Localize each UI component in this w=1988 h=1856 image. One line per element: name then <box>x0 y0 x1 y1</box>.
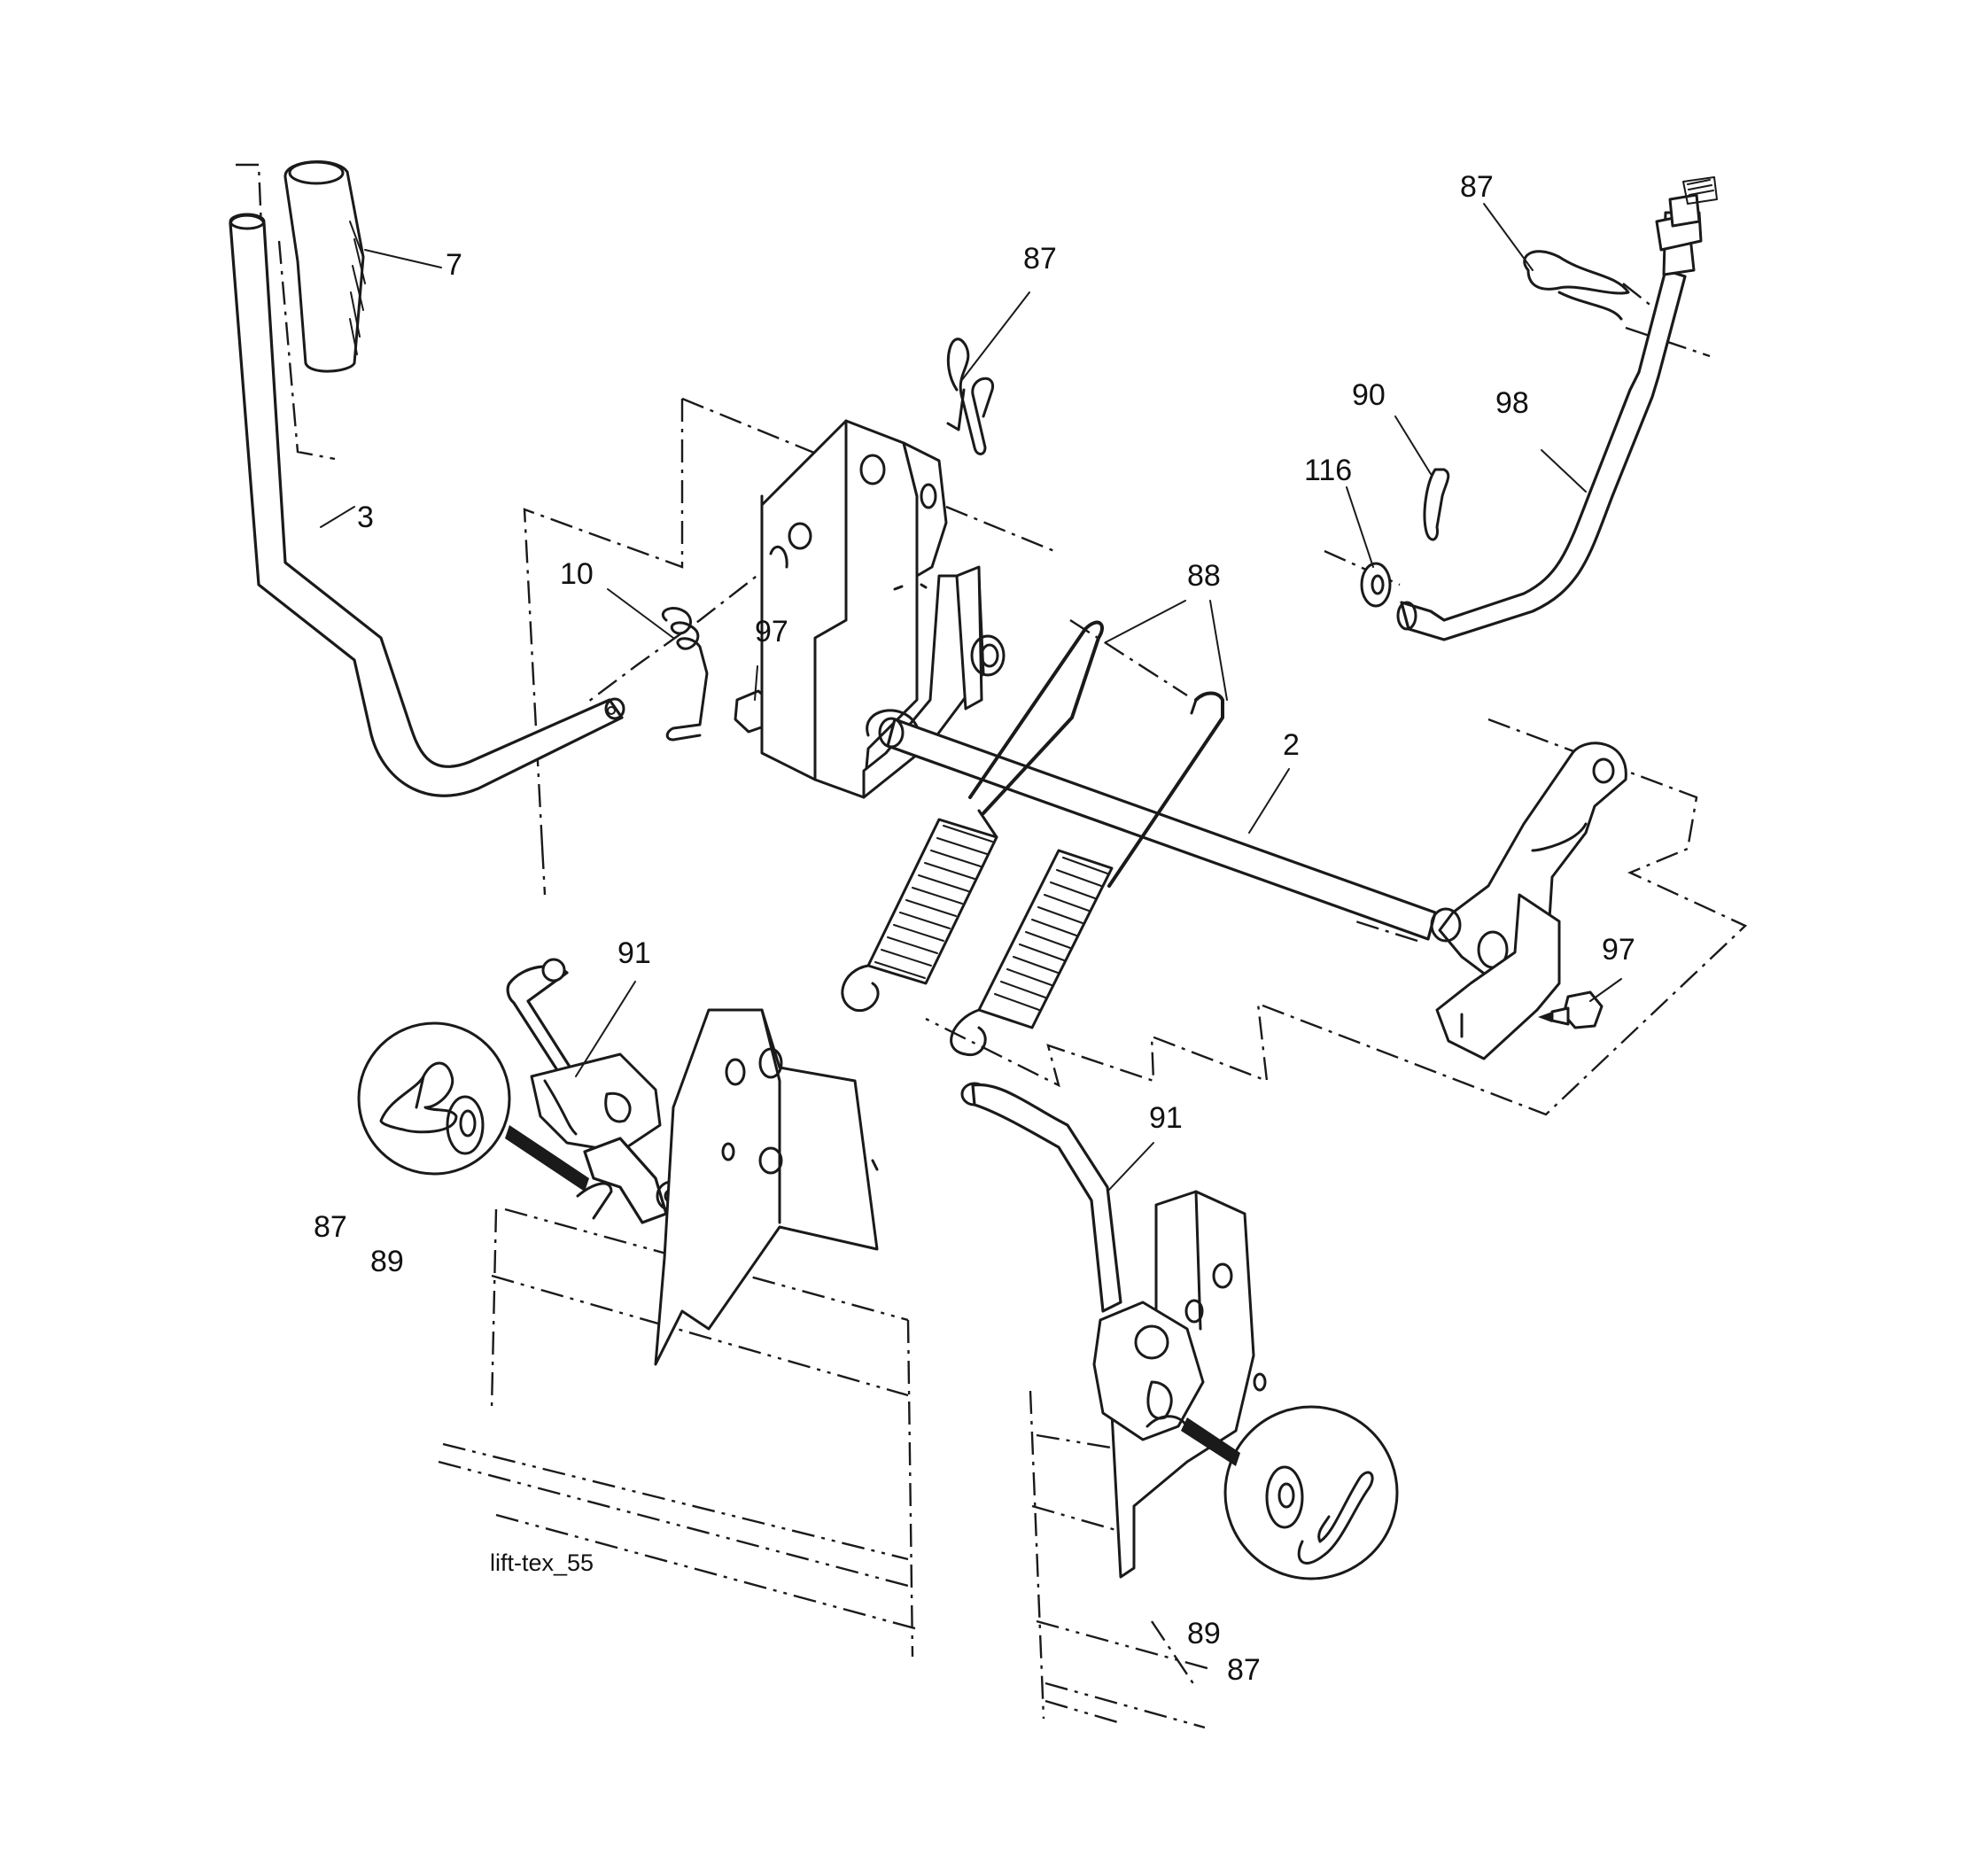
lift-link-left <box>506 958 687 1224</box>
hairpin-clip-top-right <box>1523 250 1630 321</box>
callout-89-left: 89 <box>370 1245 404 1278</box>
callout-87-right: 87 <box>1227 1653 1261 1687</box>
callout-7: 7 <box>446 248 462 282</box>
callout-10: 10 <box>560 557 594 591</box>
callout-97-right: 97 <box>1602 933 1635 967</box>
callout-116: 116 <box>1304 454 1352 487</box>
center-bracket <box>760 419 1006 799</box>
callout-98: 98 <box>1495 386 1529 420</box>
callout-97-left: 97 <box>755 615 788 648</box>
washer-116 <box>1360 562 1392 608</box>
callout-90: 90 <box>1352 378 1386 412</box>
callout-91-right: 91 <box>1149 1101 1183 1135</box>
deck-bracket-left <box>654 1008 879 1366</box>
callout-87-left: 87 <box>314 1210 347 1244</box>
callout-2: 2 <box>1283 728 1300 762</box>
detail-circle-right <box>1181 1405 1399 1580</box>
lift-link-right <box>960 1082 1122 1313</box>
spring-clip-90 <box>1423 468 1450 541</box>
handle-grip <box>283 160 366 373</box>
callout-labels: 7 3 10 97 87 88 2 87 90 98 116 97 91 87 … <box>314 170 1635 1687</box>
callout-91-left: 91 <box>617 936 651 970</box>
drawing-id-caption: lift-tex_55 <box>490 1549 594 1576</box>
cross-shaft <box>866 709 1627 1060</box>
lift-link-rod <box>1396 176 1718 641</box>
detail-circle-left <box>357 1021 589 1192</box>
extension-spring-right <box>950 849 1114 1057</box>
leader-lines <box>320 203 1622 1192</box>
callout-89-right: 89 <box>1187 1617 1221 1650</box>
hairpin-clip-top <box>946 338 994 455</box>
phantom-lines <box>236 163 1748 1729</box>
extension-spring-left <box>841 809 998 1013</box>
shoulder-bolt-right <box>1538 990 1604 1029</box>
deck-bracket-right <box>1092 1190 1267 1579</box>
callout-88: 88 <box>1187 559 1221 593</box>
lift-handle-rod <box>229 213 625 797</box>
callout-3: 3 <box>357 501 374 534</box>
callout-87-top: 87 <box>1023 242 1057 276</box>
callout-87-top-right: 87 <box>1460 170 1494 204</box>
torsion-spring <box>661 607 709 742</box>
spring-rods <box>968 620 1224 888</box>
